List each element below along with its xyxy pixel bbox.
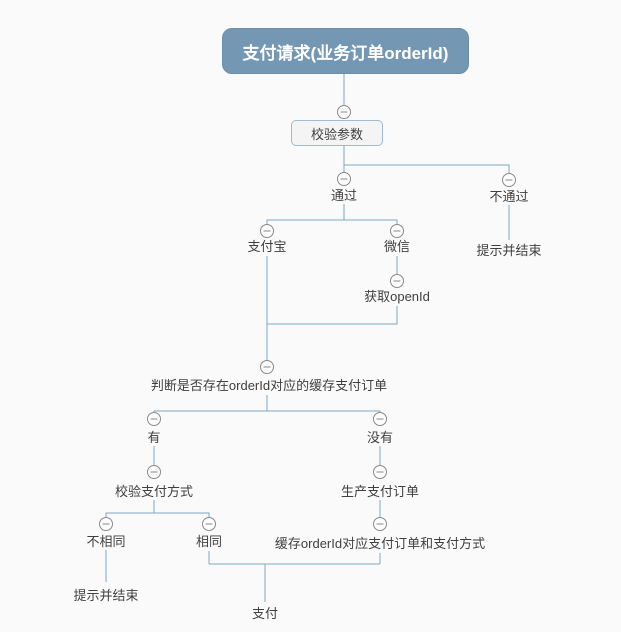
node-not-same-end[interactable]: 提示并结束: [73, 588, 139, 603]
collapse-minus-icon[interactable]: [260, 224, 274, 238]
node-validate-params[interactable]: 校验参数: [291, 120, 383, 146]
node-fail[interactable]: 不通过: [489, 189, 529, 204]
node-get-openid[interactable]: 获取openId: [364, 289, 430, 304]
node-check-paytype[interactable]: 校验支付方式: [114, 484, 194, 499]
collapse-minus-icon[interactable]: [502, 173, 516, 187]
collapse-minus-icon[interactable]: [337, 172, 351, 186]
collapse-minus-icon[interactable]: [99, 517, 113, 531]
node-pass[interactable]: 通过: [330, 188, 358, 203]
collapse-minus-icon[interactable]: [390, 224, 404, 238]
collapse-minus-icon[interactable]: [147, 465, 161, 479]
collapse-minus-icon[interactable]: [147, 412, 161, 426]
collapse-minus-icon[interactable]: [373, 412, 387, 426]
node-has-not[interactable]: 没有: [366, 430, 394, 445]
node-alipay[interactable]: 支付宝: [247, 239, 287, 254]
node-create-order[interactable]: 生产支付订单: [340, 484, 420, 499]
collapse-minus-icon[interactable]: [373, 517, 387, 531]
collapse-minus-icon[interactable]: [260, 360, 274, 374]
node-wechat[interactable]: 微信: [383, 239, 411, 254]
node-root[interactable]: 支付请求(业务订单orderId): [222, 28, 469, 74]
node-fail-end[interactable]: 提示并结束: [476, 243, 542, 258]
node-same[interactable]: 相同: [195, 534, 223, 549]
collapse-minus-icon[interactable]: [390, 274, 404, 288]
node-pay[interactable]: 支付: [251, 606, 279, 621]
node-cache-order[interactable]: 缓存orderId对应支付订单和支付方式: [274, 536, 486, 551]
connector-line: [105, 72, 510, 602]
node-has[interactable]: 有: [147, 430, 161, 445]
collapse-minus-icon[interactable]: [373, 465, 387, 479]
node-check-cache[interactable]: 判断是否存在orderId对应的缓存支付订单: [150, 378, 388, 393]
collapse-minus-icon[interactable]: [202, 517, 216, 531]
node-not-same[interactable]: 不相同: [86, 534, 126, 549]
collapse-minus-icon[interactable]: [337, 105, 351, 119]
